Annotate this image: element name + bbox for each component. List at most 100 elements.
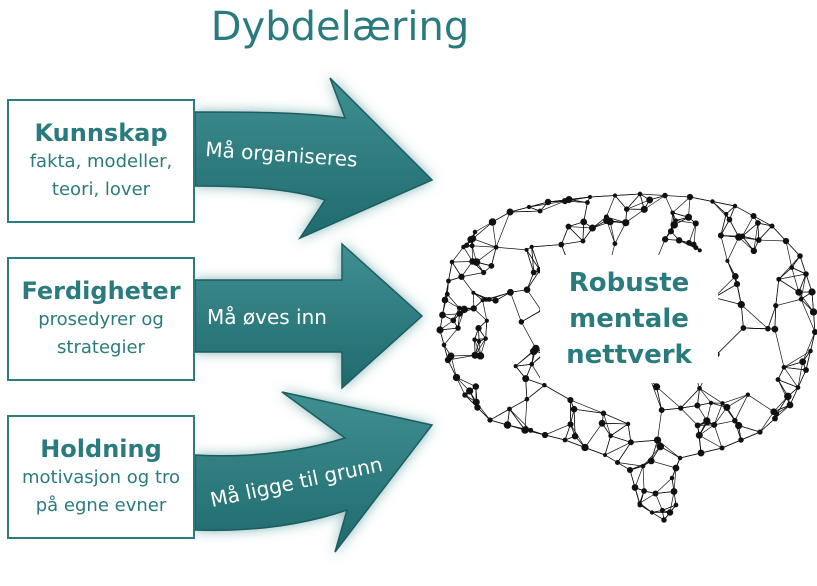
network-node [600,410,607,417]
network-link [778,278,800,293]
network-link [800,273,807,300]
network-node [462,392,468,398]
network-link [759,411,775,433]
network-link [778,273,807,280]
network-node [472,398,480,406]
network-node [441,296,449,304]
network-node [492,297,499,304]
network-node [733,281,741,288]
network-link [699,388,712,404]
network-node [587,194,593,200]
network-link [657,410,663,441]
network-link [574,408,604,414]
network-link [496,246,527,251]
network-link [560,226,569,245]
network-node [493,244,499,250]
box-kunnskap: Kunnskap fakta, modeller, teori, lover [7,99,195,223]
network-node [458,273,465,280]
network-link [472,221,493,239]
network-link [656,386,682,409]
network-link [753,215,773,227]
network-link [740,431,761,441]
network-link [664,195,691,198]
network-link [714,420,735,426]
network-node [503,421,512,429]
network-link [626,193,641,210]
network-node [518,319,525,325]
network-node [436,326,444,334]
network-link [720,219,730,236]
network-link [509,398,528,410]
network-node [561,197,569,205]
arrow-ligge-til-grunn [194,391,434,553]
network-node [530,269,537,276]
network-node [476,352,485,360]
network-link [716,327,744,355]
network-node [627,439,634,446]
network-node [612,193,618,198]
network-link [798,291,814,313]
network-node [480,298,485,303]
network-link [609,221,616,244]
network-link [673,467,677,492]
network-node [723,403,731,411]
network-link [539,200,566,212]
network-link [753,222,759,251]
network-node [755,220,761,226]
network-node [472,337,477,342]
network-link [700,447,723,454]
network-node [770,408,778,416]
network-link [614,193,641,196]
network-link [639,193,666,196]
network-link [626,199,650,210]
network-link [713,403,723,426]
network-node [521,426,529,434]
network-link [747,394,774,413]
network-link [767,305,777,329]
network-node [750,247,758,255]
network-link [644,195,666,210]
network-link [450,354,476,357]
network-node [795,385,801,390]
network-link [774,329,785,368]
network-node [661,236,669,243]
network-node [808,288,816,296]
network-link [568,226,593,229]
network-node [675,237,683,244]
network-link [810,331,816,352]
network-node [649,510,655,515]
network-node [444,291,450,297]
network-node [615,460,620,465]
network-link [778,267,792,280]
network-node [809,308,817,316]
network-link [526,249,541,271]
network-link [655,493,663,511]
network-node [803,367,809,373]
network-node [797,253,803,259]
network-node [469,243,475,249]
network-node [640,205,648,213]
network-link [627,423,632,443]
center-label-line: mentale [569,304,689,334]
network-link [727,260,738,285]
network-link [491,247,497,266]
network-node [776,276,782,282]
network-node [710,199,715,204]
network-link [774,305,777,330]
network-link [521,310,542,323]
network-node [484,318,489,323]
network-link [603,412,629,425]
network-node [598,419,606,427]
network-node [441,342,447,348]
box-text: teori, lover [51,179,151,200]
network-link [775,279,780,306]
network-node [658,407,665,414]
box-text: motivasjon og tro [21,467,181,488]
network-link [629,460,652,471]
network-node [637,191,643,197]
network-node [703,417,711,425]
network-link [510,292,522,322]
network-link [661,407,681,411]
network-node [507,406,512,412]
network-node [662,192,668,199]
